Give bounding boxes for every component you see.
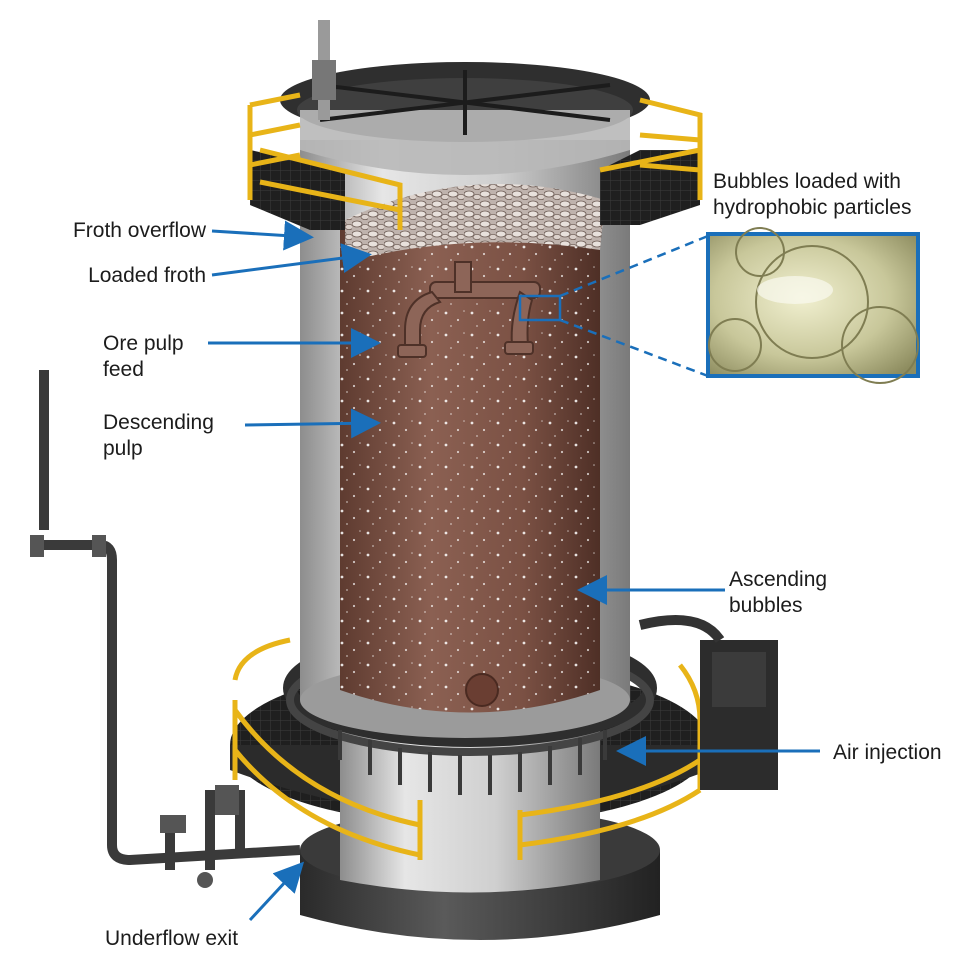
piping-fittings	[30, 535, 239, 888]
arrow-underflow-exit	[248, 861, 305, 922]
air-sparger-ring	[338, 730, 607, 795]
control-cabinet	[638, 615, 778, 790]
arrow-loaded-froth	[211, 243, 372, 277]
label-descending-pulp: Descending pulp	[103, 411, 214, 460]
feed-distributor	[397, 261, 541, 358]
label-froth-overflow: Froth overflow	[72, 219, 206, 242]
leader-arrows	[208, 220, 820, 922]
upper-railing	[247, 92, 703, 230]
froth-layer	[345, 184, 605, 262]
label-ascending-bubbles: Ascending bubbles	[729, 568, 828, 617]
label-bubbles-loaded: Bubbles loaded with hydrophobic particle…	[713, 170, 912, 219]
label-underflow-exit: Underflow exit	[105, 927, 239, 950]
arrow-froth-overflow	[211, 220, 314, 251]
bubble-inset-group	[518, 227, 920, 384]
label-ore-pulp-feed: Ore pulp feed	[103, 332, 184, 381]
label-air-injection: Air injection	[833, 741, 942, 764]
arrow-descending-pulp	[244, 408, 381, 439]
label-loaded-froth: Loaded froth	[88, 264, 206, 287]
top-deck	[280, 20, 650, 175]
